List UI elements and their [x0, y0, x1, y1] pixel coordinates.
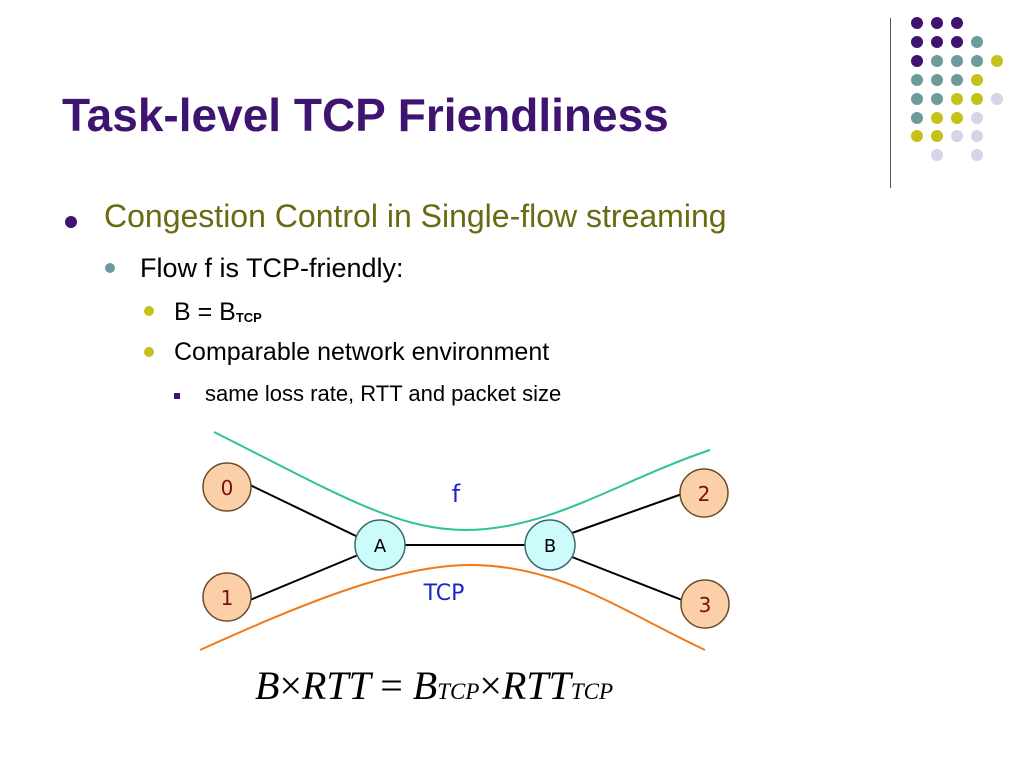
- bullet-marker-level3-a: [144, 306, 154, 316]
- eq-times-1: ×: [279, 663, 302, 708]
- tcp-friendly-equation: B×RTT = BTCP×RTTTCP: [255, 662, 613, 709]
- bullet-marker-level3-b: [144, 347, 154, 357]
- eq-rtt-tcp: RTT: [501, 663, 571, 708]
- bullet-flow-tcp-friendly: Flow f is TCP-friendly:: [140, 253, 404, 283]
- node-2-label: 2: [698, 482, 711, 506]
- decorative-dot-grid: [911, 17, 1003, 161]
- bullet-b-equals-subscript: TCP: [235, 310, 262, 325]
- node-1-label: 1: [221, 586, 234, 610]
- bullet-b-equals-main: B = B: [174, 298, 236, 326]
- bullet-b-equals-btcp: B = BTCP: [174, 298, 262, 327]
- eq-tcp-subscript-1: TCP: [437, 679, 480, 704]
- router-b: B: [524, 519, 576, 571]
- node-3-label: 3: [699, 593, 712, 617]
- router-a: A: [354, 519, 406, 571]
- link-0-a: [249, 484, 359, 538]
- tcp-flow-curve: [199, 563, 706, 651]
- eq-b: B: [255, 663, 280, 708]
- link-b-3: [571, 556, 683, 601]
- node-2: 2: [679, 468, 729, 518]
- bullet-congestion-control: Congestion Control in Single-flow stream…: [104, 198, 727, 234]
- node-3: 3: [680, 579, 730, 629]
- router-b-label: B: [544, 536, 556, 557]
- router-a-label: A: [374, 536, 387, 557]
- node-0-label: 0: [221, 476, 234, 500]
- slide-title: Task-level TCP Friendliness: [62, 89, 669, 141]
- bullet-marker-level2: [105, 263, 115, 273]
- eq-equals: =: [380, 663, 403, 708]
- link-1-a: [249, 554, 359, 601]
- eq-tcp-subscript-2: TCP: [570, 679, 614, 704]
- eq-times-2: ×: [479, 663, 502, 708]
- eq-b-tcp: B: [412, 663, 438, 708]
- title-divider-line: [890, 18, 891, 188]
- bullet-marker-level1: [65, 216, 77, 228]
- bullet-comparable-environment: Comparable network environment: [174, 338, 550, 366]
- bullet-marker-level4: [174, 393, 180, 399]
- tcp-label: TCP: [423, 581, 465, 606]
- flow-f-curve: [213, 431, 711, 532]
- link-b-2: [571, 493, 683, 534]
- bullet-same-loss-rate: same loss rate, RTT and packet size: [205, 381, 562, 406]
- node-1: 1: [202, 572, 252, 622]
- flow-f-label: f: [452, 480, 461, 508]
- eq-rtt: RTT: [302, 663, 371, 708]
- node-0: 0: [202, 462, 252, 512]
